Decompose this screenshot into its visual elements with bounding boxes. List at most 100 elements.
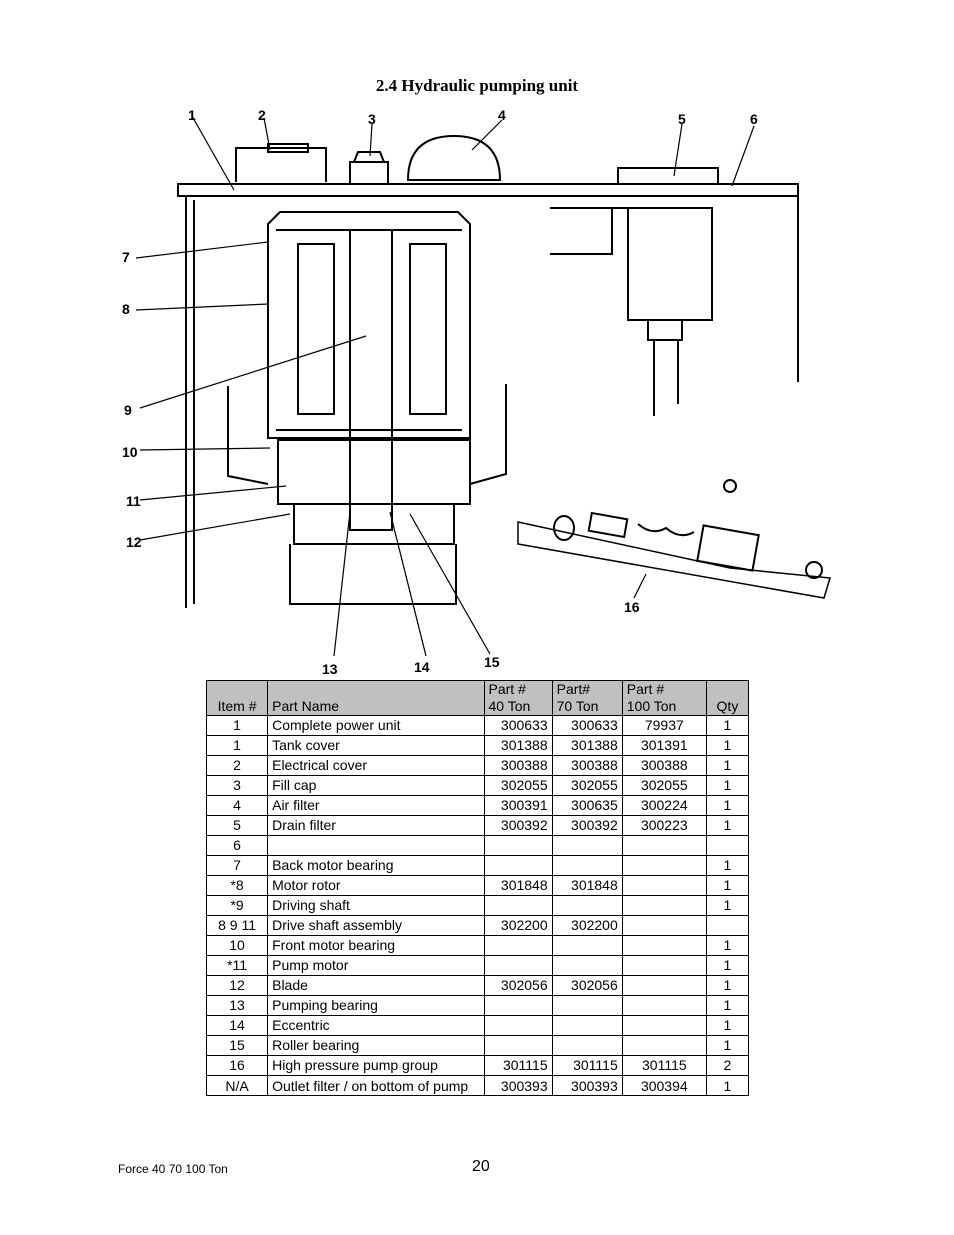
cell-part-70-ton	[551, 855, 623, 876]
header-part-40-ton: Part # 40 Ton	[483, 680, 553, 716]
cell-part-70-ton: 301115	[551, 1055, 623, 1076]
cell-part-40-ton: 300392	[483, 815, 553, 836]
cell-part-70-ton: 302056	[551, 975, 623, 996]
cell-qty: 1	[705, 955, 750, 976]
cell-qty: 1	[705, 795, 750, 816]
callout-14: 14	[414, 659, 430, 675]
callout-16: 16	[624, 599, 640, 615]
cell-part-40-ton: 302200	[483, 915, 553, 936]
cell-part-100-ton	[621, 935, 707, 956]
cell-part-name: Tank cover	[267, 735, 485, 756]
cell-part-name	[267, 835, 485, 856]
cell-part-100-ton: 302055	[621, 775, 707, 796]
cell-item: 16	[205, 1055, 269, 1076]
callout-7: 7	[122, 249, 130, 265]
cell-part-100-ton: 300388	[621, 755, 707, 776]
cell-item: *8	[205, 875, 269, 896]
cell-part-70-ton	[551, 935, 623, 956]
parts-table: Item # Part Name Part # 40 Ton Part# 70 …	[205, 680, 750, 1096]
cell-part-70-ton: 300388	[551, 755, 623, 776]
cell-part-40-ton	[483, 955, 553, 976]
cell-part-name: Front motor bearing	[267, 935, 485, 956]
cell-item: 7	[205, 855, 269, 876]
callout-3: 3	[368, 111, 376, 127]
section-title: 2.4 Hydraulic pumping unit	[375, 76, 579, 95]
cell-part-40-ton	[483, 895, 553, 916]
cell-part-70-ton: 301848	[551, 875, 623, 896]
cell-item: 13	[205, 995, 269, 1016]
cell-part-70-ton: 300392	[551, 815, 623, 836]
cell-part-100-ton	[621, 875, 707, 896]
cell-item: 2	[205, 755, 269, 776]
page-number: 20	[472, 1158, 490, 1175]
callout-12: 12	[126, 534, 142, 550]
cell-part-100-ton	[621, 895, 707, 916]
cell-part-name: Drain filter	[267, 815, 485, 836]
cell-item: 5	[205, 815, 269, 836]
cell-part-100-ton: 301391	[621, 735, 707, 756]
cell-qty: 1	[705, 735, 750, 756]
cell-qty: 1	[705, 975, 750, 996]
cell-qty	[705, 915, 750, 936]
cell-item: *9	[205, 895, 269, 916]
cell-part-70-ton	[551, 1015, 623, 1036]
cell-part-name: Pumping bearing	[267, 995, 485, 1016]
cell-qty: 1	[705, 995, 750, 1016]
cell-part-name: Roller bearing	[267, 1035, 485, 1056]
cell-qty: 1	[705, 1075, 750, 1096]
cell-part-name: Driving shaft	[267, 895, 485, 916]
cell-part-name: Outlet filter / on bottom of pump	[267, 1075, 485, 1096]
header-part-100-ton: Part # 100 Ton	[621, 680, 707, 716]
cell-part-70-ton	[551, 995, 623, 1016]
pumping-unit-diagram: 1 2 3 4 5 6 7 8 9 10 11 12 13 14 15 16	[122, 107, 831, 677]
cell-item: 1	[205, 735, 269, 756]
cell-part-name: High pressure pump group	[267, 1055, 485, 1076]
cell-part-40-ton	[483, 835, 553, 856]
diagram-callouts: 1 2 3 4 5 6 7 8 9 10 11 12 13 14 15 16	[122, 107, 758, 677]
cell-qty: 2	[705, 1055, 750, 1076]
cell-part-70-ton	[551, 955, 623, 976]
cell-part-100-ton	[621, 1035, 707, 1056]
cell-part-70-ton: 300393	[551, 1075, 623, 1096]
cell-part-70-ton	[551, 1035, 623, 1056]
header-part-70-ton: Part# 70 Ton	[551, 680, 623, 716]
cell-part-40-ton: 301848	[483, 875, 553, 896]
cell-part-100-ton	[621, 915, 707, 936]
cell-item: 14	[205, 1015, 269, 1036]
cell-part-100-ton: 301115	[621, 1055, 707, 1076]
diagram-linework	[177, 134, 831, 608]
cell-part-40-ton	[483, 1035, 553, 1056]
cell-qty: 1	[705, 1035, 750, 1056]
table-row: 6	[205, 835, 750, 856]
cell-part-name: Pump motor	[267, 955, 485, 976]
cell-qty: 1	[705, 775, 750, 796]
cell-part-100-ton	[621, 1015, 707, 1036]
cell-qty: 1	[705, 855, 750, 876]
cell-part-name: Blade	[267, 975, 485, 996]
cell-part-70-ton	[551, 835, 623, 856]
cell-item: 4	[205, 795, 269, 816]
cell-part-100-ton	[621, 955, 707, 976]
cell-part-name: Drive shaft assembly	[267, 915, 485, 936]
callout-6: 6	[750, 111, 758, 127]
diagram-leaders	[135, 115, 755, 657]
cell-qty: 1	[705, 875, 750, 896]
header-part-name: Part Name	[267, 680, 485, 716]
callout-4: 4	[498, 107, 506, 123]
cell-part-40-ton: 302055	[483, 775, 553, 796]
cell-part-name: Fill cap	[267, 775, 485, 796]
cell-part-40-ton	[483, 995, 553, 1016]
